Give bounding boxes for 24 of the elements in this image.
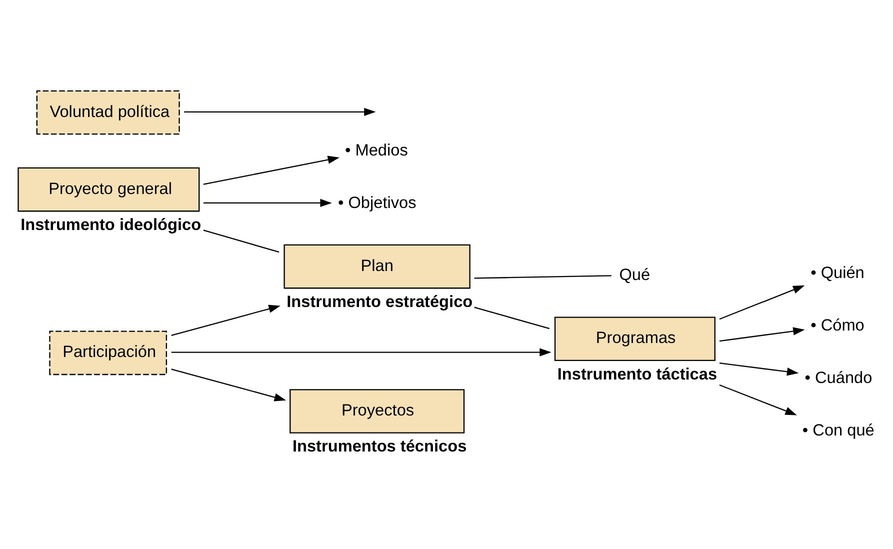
connector bbox=[203, 229, 280, 252]
connector bbox=[474, 306, 550, 329]
node-text: • Cuándo bbox=[804, 368, 872, 386]
arrow bbox=[184, 107, 376, 116]
arrow bbox=[171, 304, 280, 336]
node-text: • Con qué bbox=[802, 420, 874, 439]
arrow bbox=[719, 362, 799, 376]
node-label: Instrumento tácticas bbox=[557, 364, 718, 383]
node-label: Instrumento estratégico bbox=[286, 292, 473, 311]
node-text: • Cómo bbox=[810, 316, 864, 334]
node-text: • Objetivos bbox=[338, 193, 416, 212]
arrow bbox=[719, 326, 805, 342]
arrow bbox=[171, 368, 286, 401]
node-text: Qué bbox=[619, 266, 650, 284]
arrow bbox=[203, 155, 340, 184]
node-label: Instrumento ideológico bbox=[20, 216, 202, 234]
node-text: • Medios bbox=[344, 140, 408, 159]
connector bbox=[474, 274, 612, 278]
arrow bbox=[203, 198, 332, 207]
node-label: Instrumentos técnicos bbox=[292, 437, 467, 456]
node-text: • Quién bbox=[810, 263, 864, 282]
arrow bbox=[719, 284, 805, 320]
arrow bbox=[719, 384, 797, 415]
arrow bbox=[171, 348, 552, 356]
